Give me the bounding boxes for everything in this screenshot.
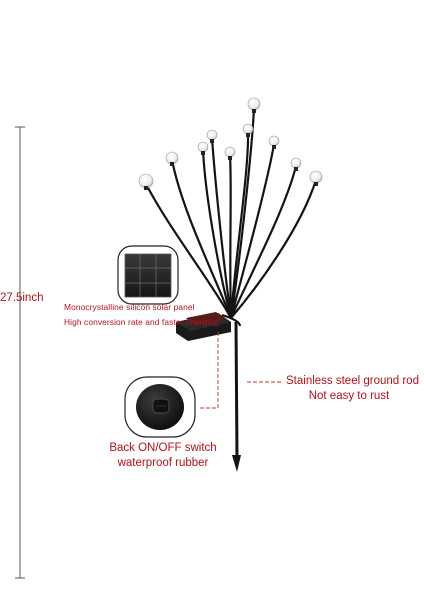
ground-rod-label-line1: Stainless steel ground rod (286, 375, 419, 387)
solar-panel-label-line2: High conversion rate and faster charging (64, 317, 219, 327)
height-dimension-marker (15, 126, 25, 579)
ground-rod-label-line2: Not easy to rust (308, 390, 390, 402)
bulb (247, 97, 261, 113)
height-dimension-label: 27.5inch (0, 292, 44, 304)
firework-light-stems (144, 106, 318, 320)
bulb (197, 141, 209, 155)
bulb (206, 129, 218, 143)
ground-stake (232, 321, 241, 472)
bulb-group (138, 97, 323, 190)
bulb (309, 170, 323, 186)
bulb (165, 151, 179, 166)
solar-panel-label-line1: Monocrystalline silicon solar panel (64, 302, 195, 312)
solar-box (176, 312, 241, 341)
solar-panel-callout (117, 245, 179, 305)
switch-label-line2: waterproof rubber (117, 457, 209, 469)
bulb (268, 135, 280, 149)
bulb (224, 146, 236, 160)
bulb (242, 123, 254, 137)
bulb (138, 173, 154, 190)
bulb (290, 157, 302, 171)
switch-callout (124, 376, 196, 438)
leader-lines (200, 332, 282, 409)
switch-label-line1: Back ON/OFF switch (109, 442, 217, 454)
